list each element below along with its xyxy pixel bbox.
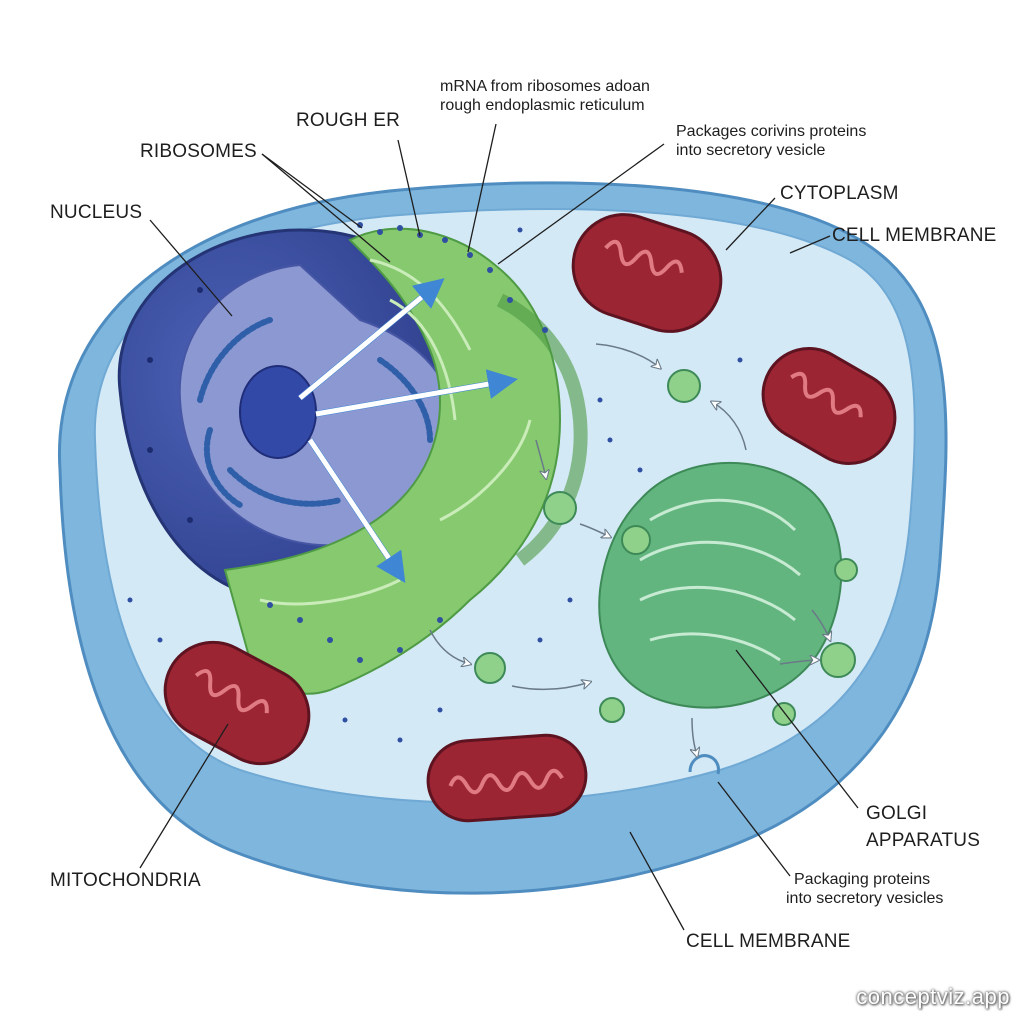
vesicle [474,652,506,684]
label-cytoplasm: CYTOPLASM [780,183,899,204]
label-golgi-apparatus: GOLGI APPARATUS [866,800,980,854]
leader-pack-bottom [717,781,791,877]
leader-rough-er [397,139,421,237]
membrane-pocket [688,754,720,775]
ribosome-dots [127,222,803,743]
leader-membrane-bottom [629,831,685,931]
leader-membrane-top [789,235,831,254]
leader-ribosomes-b [261,153,391,263]
label-cell-membrane-bottom: CELL MEMBRANE [686,931,851,952]
nucleolus [239,365,317,459]
label-nucleus: NUCLEUS [50,202,143,223]
note-packages-top: Packages corivins proteins into secretor… [676,122,866,160]
note-packaging-bottom: Packaging proteins into secretory vesicl… [786,870,943,908]
label-ribosomes: RIBOSOMES [140,141,257,162]
leader-cytoplasm [725,197,776,251]
mitochondrion [571,213,723,333]
leader-lines [139,123,859,931]
leader-mitochondria [139,723,229,869]
mitochondrion [426,733,588,823]
vesicle [621,525,651,555]
label-golgi-line1: GOLGI [866,803,928,824]
chromatin [197,317,433,508]
vesicle-path-arrows [429,343,830,756]
vesicle [599,697,625,723]
golgi-apparatus [598,461,843,709]
label-mitochondria: MITOCHONDRIA [50,870,201,891]
leader-mrna [467,123,497,253]
vesicle [834,558,858,582]
note-mrna-line2: rough endoplasmic reticulum [440,97,645,114]
mitochondrion [761,347,897,465]
label-cell-membrane-top: CELL MEMBRANE [832,225,997,246]
note-mrna: mRNA from ribosomes adoan rough endoplas… [440,77,650,115]
watermark: conceptviz.app [856,984,1010,1009]
leader-golgi [735,649,859,809]
note-pack-top-line2: into secretory vesicle [676,142,826,159]
vesicle [543,491,577,525]
note-pack-bottom-line2: into secretory vesicles [786,890,944,907]
note-pack-bottom-line1: Packaging proteins [794,871,931,888]
label-rough-er: ROUGH ER [296,110,400,131]
note-mrna-line1: mRNA from ribosomes adoan [440,78,650,95]
label-golgi-line2: APPARATUS [866,830,981,851]
leader-pack-top [497,143,665,265]
mitochondria-group [163,213,897,823]
note-pack-top-line1: Packages corivins proteins [676,123,867,140]
transport-arrows [298,278,518,583]
leader-nucleus [149,219,233,317]
vesicle [667,369,701,403]
leader-ribosomes-a [261,153,363,229]
vesicle [820,642,856,678]
